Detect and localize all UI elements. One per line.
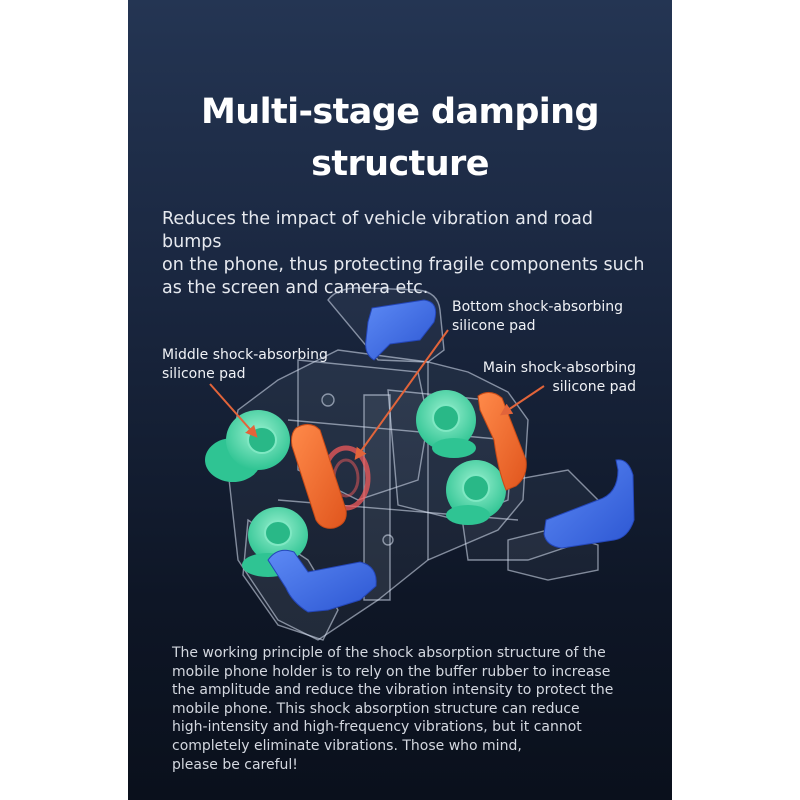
intro-line-2: on the phone, thus protecting fragile co…: [162, 255, 645, 275]
arrow-bottom-pad: [354, 329, 449, 460]
footer-text: The working principle of the shock absor…: [172, 644, 642, 774]
label-middle-pad: Middle shock-absorbing silicone pad: [162, 347, 328, 382]
footer-line: mobile phone. This shock absorption stru…: [172, 700, 580, 717]
footer-line: The working principle of the shock absor…: [172, 645, 606, 661]
intro-line-1: Reduces the impact of vehicle vibration …: [162, 209, 593, 252]
intro-text: Reduces the impact of vehicle vibration …: [162, 208, 652, 300]
product-panel: Multi-stage damping structure Reduces th…: [128, 0, 672, 800]
green-pad-left: [205, 410, 290, 482]
intro-line-3: as the screen and camera etc.: [162, 278, 429, 298]
blue-clip-bottom: [267, 549, 377, 613]
footer-line: completely eliminate vibrations. Those w…: [172, 737, 522, 754]
footer-line: high-intensity and high-frequency vibrat…: [172, 719, 582, 736]
blue-clip-top: [365, 299, 437, 361]
damping-structure-illustration: [205, 287, 635, 641]
footer-line: please be careful!: [172, 756, 298, 773]
title-line-2: structure: [311, 144, 489, 184]
arrow-middle-pad: [209, 383, 258, 438]
orange-pad-left: [291, 424, 347, 529]
green-pad-middle-right: [446, 460, 506, 525]
footer-line: mobile phone holder is to rely on the bu…: [172, 663, 611, 680]
title-line-1: Multi-stage damping: [201, 92, 600, 132]
blue-clip-right: [543, 459, 635, 549]
orange-pad-right: [477, 392, 527, 491]
page-title: Multi-stage damping structure: [128, 86, 672, 190]
label-bottom-pad: Bottom shock-absorbing silicone pad: [452, 299, 624, 334]
green-pad-top-right: [416, 390, 476, 458]
footer-line: the amplitude and reduce the vibration i…: [172, 682, 614, 699]
label-main-pad: Main shock-absorbing silicone pad: [482, 360, 636, 395]
arrow-main-pad: [500, 385, 545, 416]
